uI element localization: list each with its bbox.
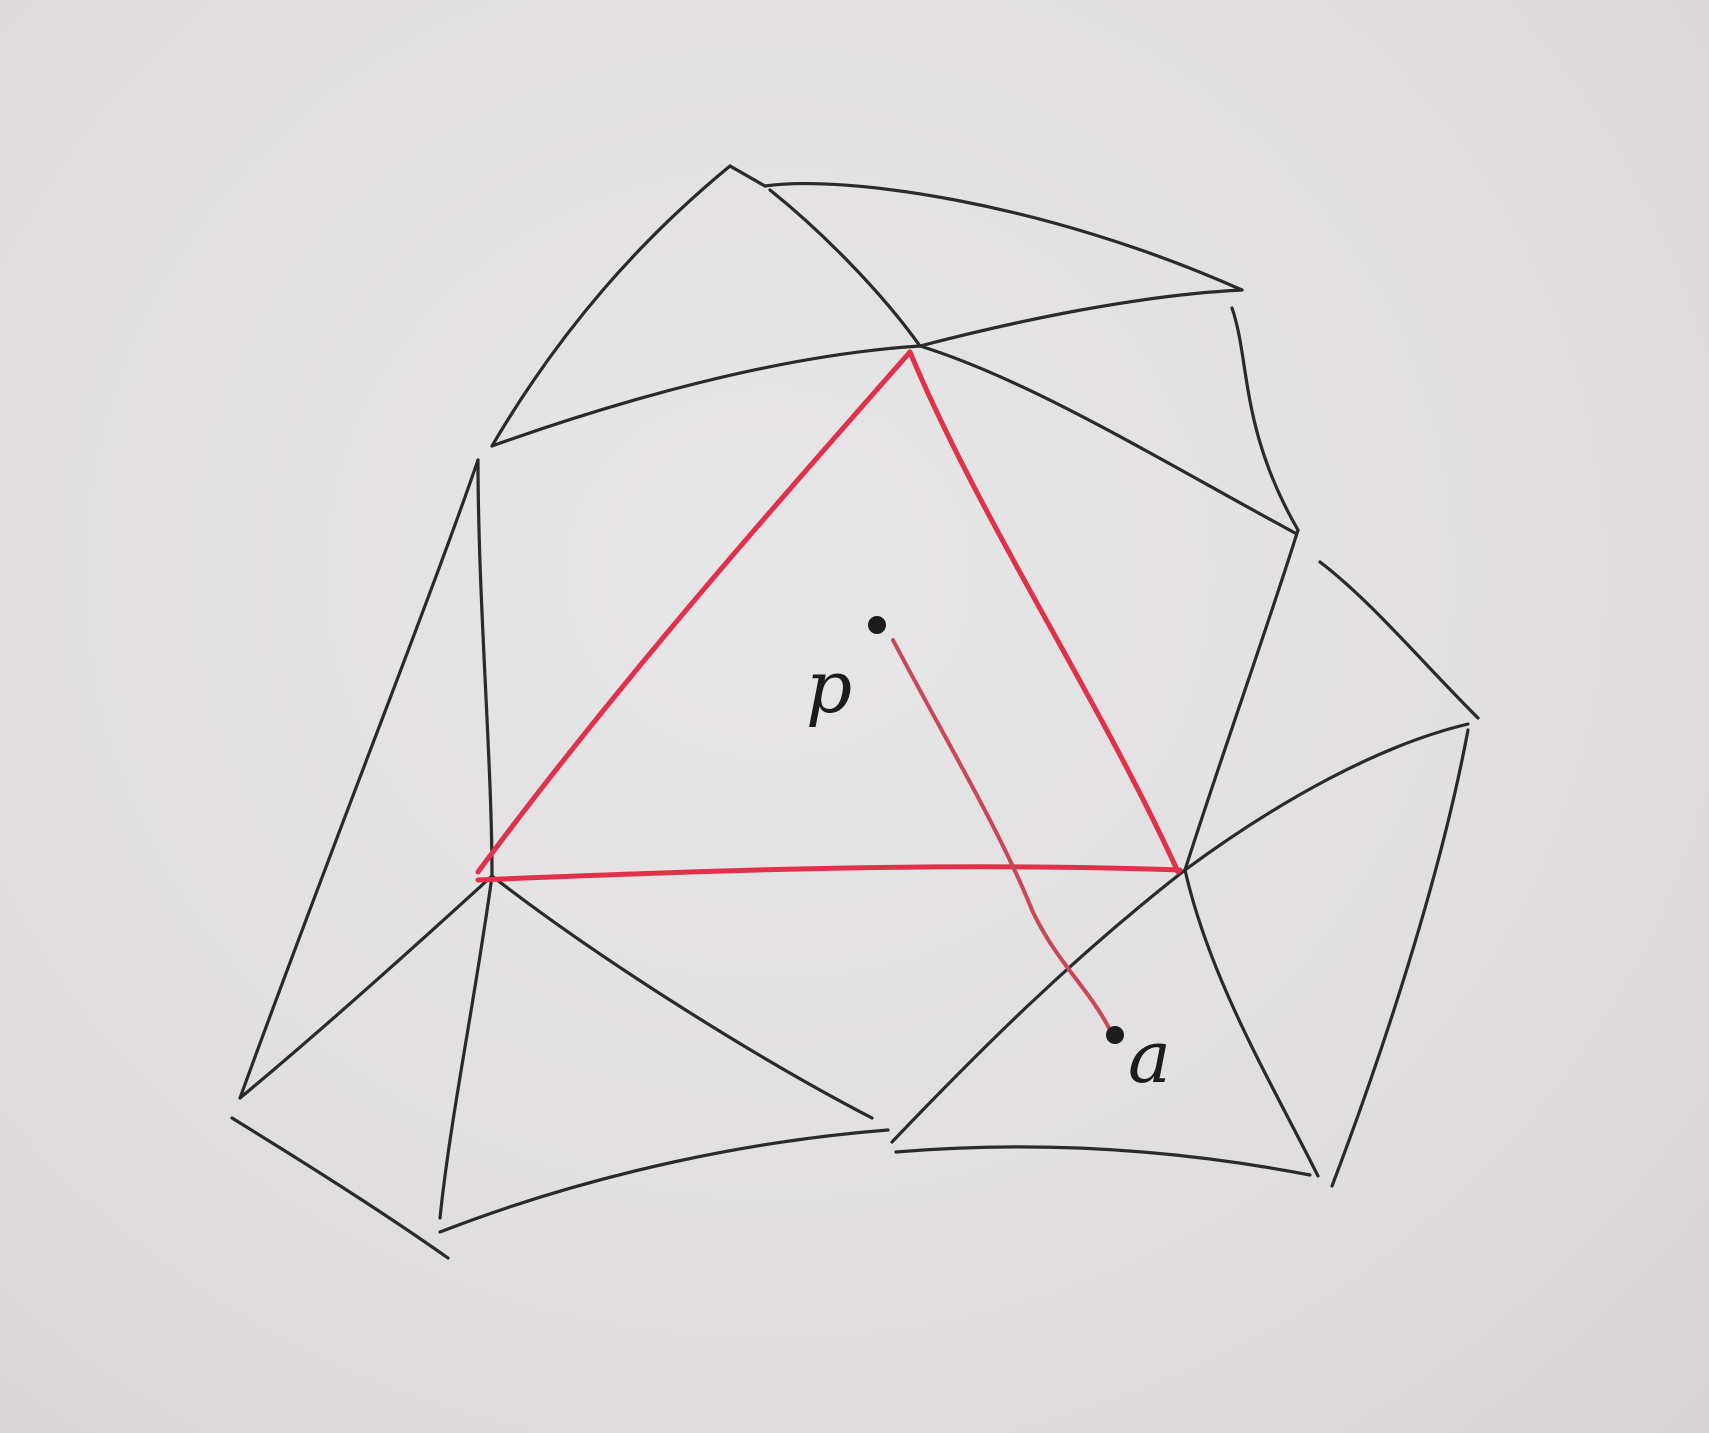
- highlighted-triangle: [475, 349, 1183, 883]
- point-p: p: [806, 616, 886, 729]
- highlight-edge-bottom: [475, 864, 1183, 883]
- mesh-edge: [1230, 306, 1300, 532]
- mesh-edge: [728, 164, 767, 188]
- mesh-edge: [490, 164, 732, 448]
- mesh-edge: [918, 288, 1244, 348]
- mesh-edge: [238, 458, 480, 1100]
- mesh-edge: [230, 1116, 450, 1260]
- mesh-edge: [490, 344, 922, 448]
- mesh-edge: [768, 188, 922, 348]
- mesh-edge: [476, 458, 494, 878]
- point-a: a: [1106, 1015, 1171, 1099]
- mesh-edge: [1318, 560, 1480, 720]
- highlight-edge-right: [907, 349, 1181, 875]
- mesh-edge: [1330, 728, 1470, 1188]
- point-a-dot: [1106, 1026, 1124, 1044]
- mesh-edge: [238, 874, 494, 1100]
- point-p-dot: [868, 616, 886, 634]
- mesh-edges: [230, 164, 1480, 1260]
- point-a-label: a: [1128, 1015, 1171, 1099]
- mesh-edge: [890, 868, 1187, 1144]
- highlight-edge-left: [475, 349, 913, 875]
- mesh-edge: [438, 1128, 890, 1234]
- mesh-edge: [1183, 722, 1470, 872]
- mesh-edge: [438, 874, 494, 1220]
- mesh-edge: [763, 181, 1244, 292]
- mesh-edge: [1183, 528, 1300, 872]
- point-p-label: p: [806, 645, 852, 729]
- mesh-edge: [918, 344, 1297, 535]
- mesh-edge: [894, 1145, 1312, 1177]
- path-p-to-a: [891, 638, 1112, 1032]
- mesh-edge: [490, 874, 874, 1120]
- mesh-edge: [1183, 868, 1320, 1178]
